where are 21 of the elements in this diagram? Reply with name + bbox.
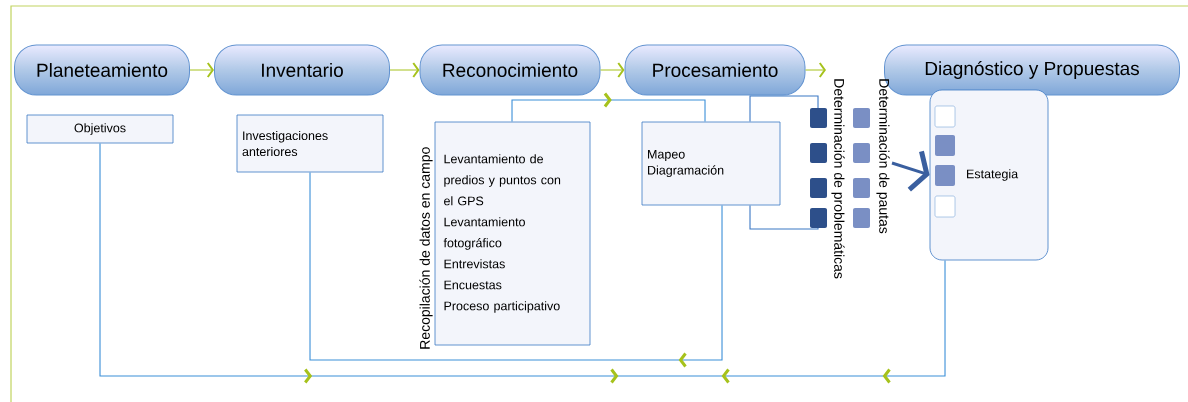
process-box: Objetivos bbox=[26, 114, 174, 144]
connector-line bbox=[309, 171, 723, 368]
vertical-label: Determinación de problemáticas bbox=[831, 79, 845, 279]
side-label: Recopilación de datos en campo bbox=[419, 147, 433, 349]
connector-line bbox=[99, 142, 619, 384]
connector-line bbox=[749, 204, 819, 230]
connector-line bbox=[721, 259, 946, 384]
stage-pill: Procesamiento bbox=[624, 44, 806, 96]
process-box: Investigaciones anteriores bbox=[236, 114, 384, 173]
stage-pill: Reconocimiento bbox=[419, 44, 601, 96]
chevron-arrow bbox=[600, 62, 625, 78]
chevron-arrow bbox=[805, 62, 826, 78]
stage-pill: Inventario bbox=[214, 44, 390, 96]
chevron-arrow bbox=[189, 62, 214, 78]
process-box: Mapeo Diagramación bbox=[641, 121, 781, 206]
chevron-arrow bbox=[389, 62, 420, 78]
stage-pill: Planeteamiento bbox=[14, 44, 190, 96]
rounded-box: Estategia bbox=[929, 89, 1049, 261]
process-box: Levantamiento de predios y puntos con el GPS Levantamiento fotográfico Entrevistas Encuestas Proceso participativo bbox=[434, 121, 591, 346]
connector-line bbox=[749, 95, 819, 123]
connector-line bbox=[511, 92, 706, 123]
